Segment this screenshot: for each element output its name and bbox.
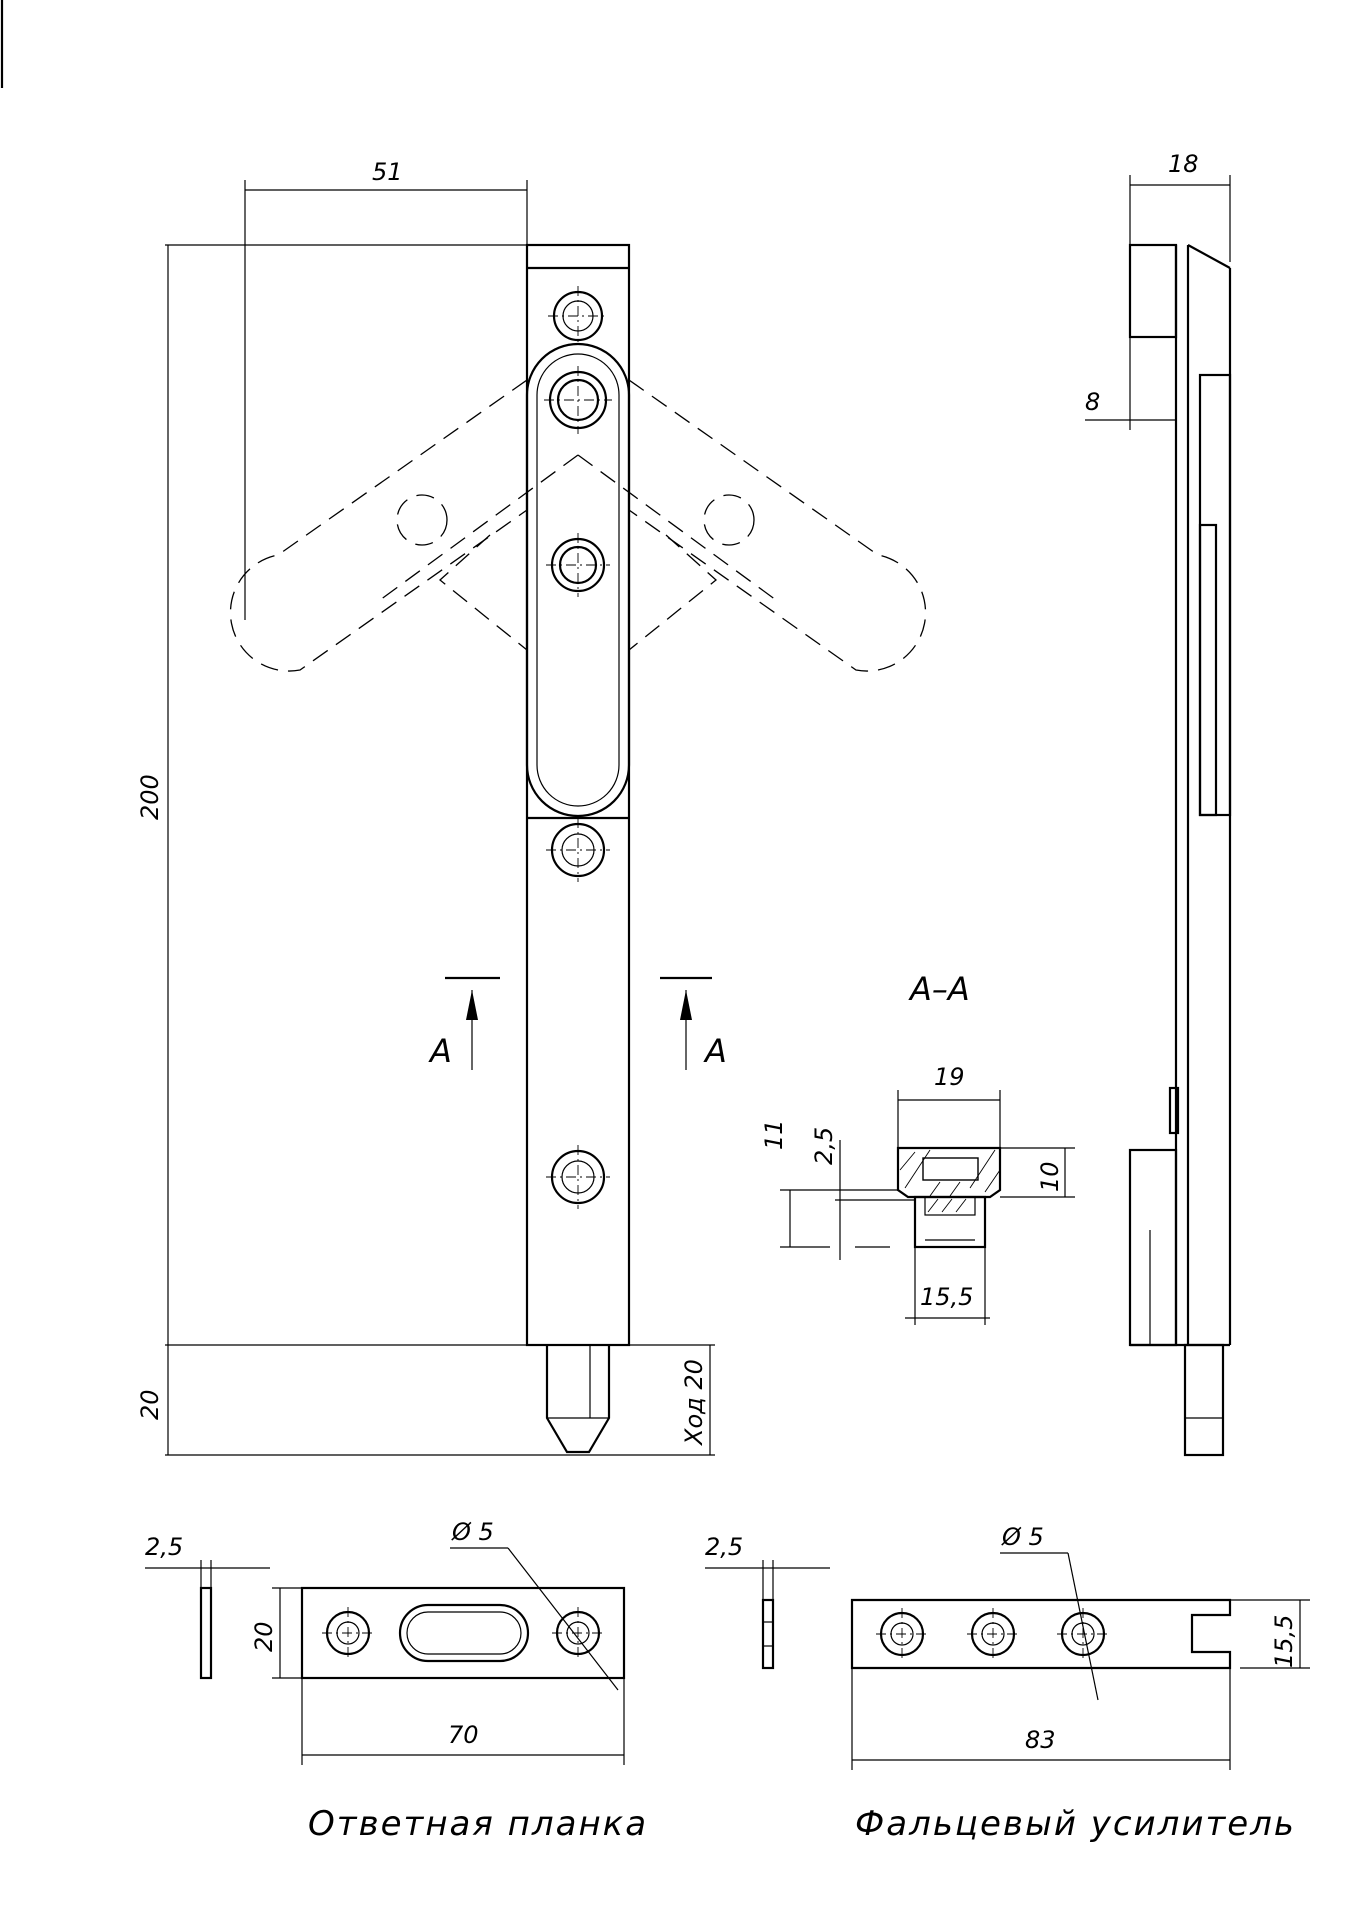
- dim-strike-height: 20: [250, 1621, 278, 1652]
- dim-strike-hole: Ø 5: [451, 1518, 494, 1546]
- screw-hole: [876, 1608, 928, 1660]
- screw-hole: [1057, 1608, 1109, 1660]
- dim-travel: Ход 20: [680, 1359, 708, 1447]
- dim-side-offset: 8: [1085, 388, 1100, 416]
- dim-strike-thickness: 2,5: [145, 1533, 183, 1561]
- side-view: 18 8: [1085, 150, 1232, 1457]
- dim-rebate-height: 15,5: [1270, 1615, 1298, 1668]
- dim-section-total: 11: [760, 1119, 788, 1150]
- pivot-hole: [544, 366, 612, 434]
- screw-hole: [967, 1608, 1019, 1660]
- dim-rebate-hole: Ø 5: [1001, 1523, 1044, 1551]
- section-title: A–A: [908, 970, 970, 1008]
- dim-section-top: 19: [934, 1063, 965, 1091]
- dim-pin: 20: [136, 1389, 164, 1420]
- screw-hole: [546, 1145, 610, 1209]
- front-view: 51 200 20 Ход 20 A A: [136, 158, 927, 1456]
- phantom-handle-right: [577, 379, 927, 672]
- screw-hole: [548, 286, 608, 346]
- dim-side-depth: 18: [1168, 150, 1199, 178]
- screw-hole: [552, 1607, 604, 1659]
- dim-section-bottom: 15,5: [920, 1283, 973, 1311]
- section-a-a: A–A 19 15,5 10 11: [760, 970, 1075, 1325]
- bolt-pin: [545, 1345, 611, 1454]
- dim-rebate-length: 83: [1025, 1726, 1056, 1754]
- dim-height: 200: [136, 774, 164, 820]
- section-mark: A A: [428, 976, 727, 1070]
- handle: [525, 342, 631, 818]
- rebate-caption: Фальцевый усилитель: [855, 1804, 1296, 1844]
- screw-hole: [322, 1607, 374, 1659]
- strike-plate: 2,5 Ø 5 20 70 Ответная планка: [145, 1518, 648, 1844]
- dim-rebate-thickness: 2,5: [705, 1533, 743, 1561]
- svg-text:A: A: [703, 1032, 727, 1070]
- svg-text:A: A: [428, 1032, 452, 1070]
- screw-hole: [546, 818, 610, 882]
- phantom-handle-left: [229, 379, 579, 672]
- bolt-body: [525, 243, 631, 1347]
- dim-section-height: 10: [1036, 1161, 1064, 1192]
- dim-width: 51: [372, 158, 403, 186]
- handle-hole: [546, 533, 610, 597]
- rebate-reinforcement: 2,5 Ø 5 15,5 83 Фальцевый усилитель: [705, 1523, 1310, 1844]
- dim-strike-length: 70: [448, 1721, 479, 1749]
- dim-section-step: 2,5: [810, 1127, 838, 1165]
- strike-plate-caption: Ответная планка: [308, 1804, 648, 1844]
